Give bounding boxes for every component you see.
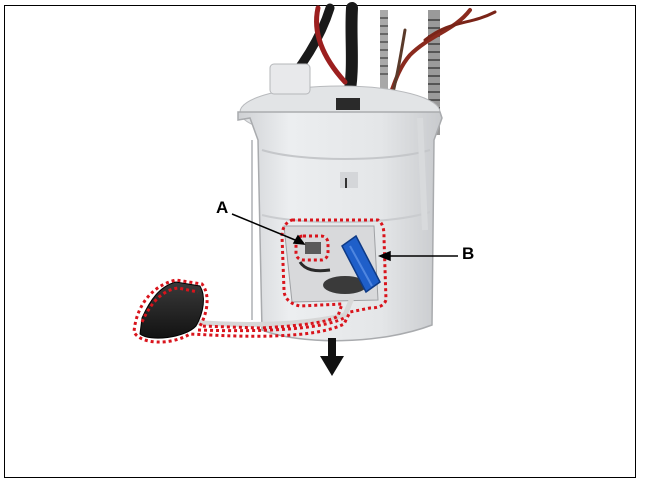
highlight-outlines xyxy=(132,218,388,344)
callout-label-b: B xyxy=(462,244,475,263)
blue-connector xyxy=(341,234,381,294)
float xyxy=(139,281,204,339)
callout-label-a: A xyxy=(216,198,229,217)
float-arm xyxy=(189,297,355,327)
leader-lines xyxy=(231,213,458,262)
arrow-down-icon xyxy=(320,338,344,376)
